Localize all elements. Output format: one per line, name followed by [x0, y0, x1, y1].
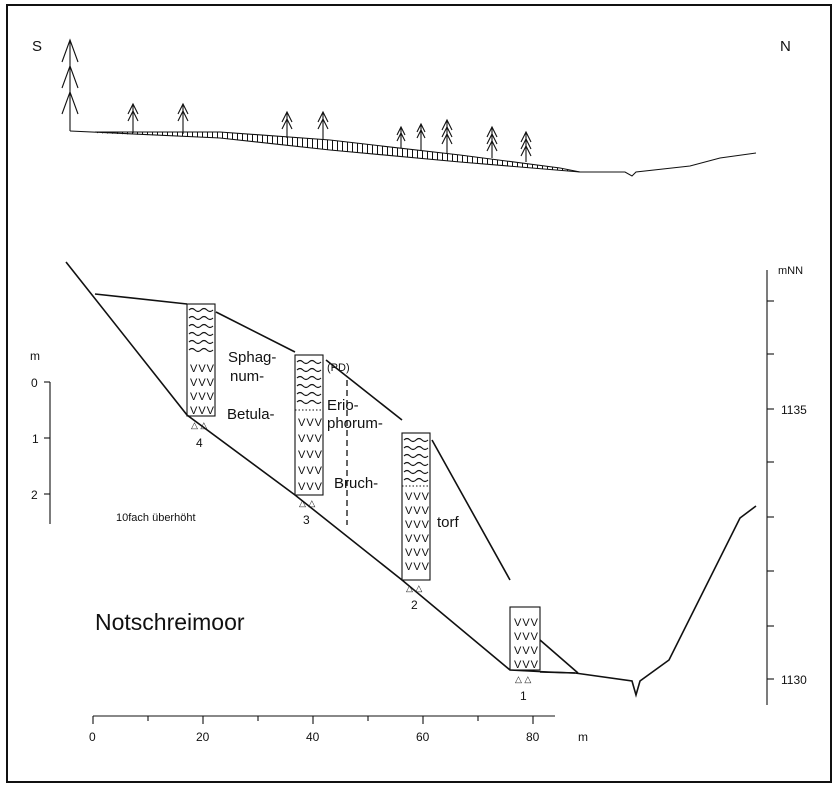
svg-text:△ △: △ △: [515, 674, 531, 684]
tree-icon: [281, 110, 293, 138]
tree-icon: [520, 130, 532, 162]
svg-text:VVV: VVV: [405, 561, 430, 573]
svg-text:△ △: △ △: [406, 583, 422, 593]
label-sphagnum: Sphag-: [228, 349, 276, 366]
svg-text:VVV: VVV: [190, 391, 215, 403]
svg-text:VVV: VVV: [514, 631, 539, 643]
label-betula: Betula-: [227, 406, 275, 423]
figure-frame: [6, 4, 832, 783]
elevation-tick-1130: 1130: [781, 673, 807, 687]
south-label: S: [32, 38, 42, 55]
svg-text:VVV: VVV: [190, 377, 215, 389]
svg-text:VVV: VVV: [298, 417, 323, 429]
svg-text:VVV: VVV: [405, 547, 430, 559]
tree-icon: [317, 110, 329, 140]
elevation-tick-1135: 1135: [781, 403, 807, 417]
tree-icon: [396, 125, 406, 148]
distance-axis: [92, 715, 555, 724]
svg-text:VVV: VVV: [190, 363, 215, 375]
tree-icon: [486, 125, 498, 158]
svg-text:VVV: VVV: [405, 533, 430, 545]
figure-title: Notschreimoor: [95, 609, 245, 635]
x-axis-unit: m: [578, 730, 588, 744]
elevation-unit: mNN: [778, 265, 803, 277]
x-tick-0: 0: [89, 730, 96, 744]
exaggeration-note: 10fach überhöht: [116, 512, 196, 524]
depth-scale: [44, 381, 51, 524]
svg-text:VVV: VVV: [190, 405, 215, 417]
tree-icon: [127, 102, 139, 133]
x-tick-80: 80: [526, 730, 540, 744]
depth-unit: m: [30, 349, 40, 363]
label-torf: torf: [437, 514, 460, 531]
svg-text:VVV: VVV: [298, 433, 323, 445]
svg-text:VVV: VVV: [298, 465, 323, 477]
core-1: VVV VVV VVV VVV △ △: [509, 606, 541, 684]
svg-text:△ △: △ △: [191, 420, 207, 430]
depth-tick-1: 1: [32, 432, 39, 446]
svg-text:△ △: △ △: [299, 498, 315, 508]
svg-text:VVV: VVV: [514, 645, 539, 657]
tree-icon: [177, 102, 189, 134]
tree-icon: [441, 118, 453, 153]
label-erio-2: phorum-: [327, 415, 383, 432]
svg-text:VVV: VVV: [405, 505, 430, 517]
core-2: VVV VVV VVV VVV VVV VVV △ △: [401, 432, 431, 593]
svg-text:VVV: VVV: [298, 449, 323, 461]
core-1-number: 1: [520, 689, 527, 703]
core-4-number: 4: [196, 436, 203, 450]
overview-profile: [61, 38, 757, 177]
core-4: VVV VVV VVV VVV △ △: [186, 303, 216, 430]
label-erio-1: Erio-: [327, 397, 359, 414]
svg-text:VVV: VVV: [405, 491, 430, 503]
label-bruch: Bruch-: [334, 475, 378, 492]
core-2-number: 2: [411, 598, 418, 612]
label-sphagnum-2: num-: [230, 368, 264, 385]
depth-tick-0: 0: [31, 376, 38, 390]
depth-tick-2: 2: [31, 488, 38, 502]
label-pd: (PD): [327, 362, 350, 374]
x-tick-40: 40: [306, 730, 320, 744]
svg-text:VVV: VVV: [514, 617, 539, 629]
tree-icon: [416, 122, 426, 150]
core-3-number: 3: [303, 513, 310, 527]
north-label: N: [780, 38, 791, 55]
core-3: VVV VVV VVV VVV VVV △ △: [294, 354, 324, 508]
elevation-scale: [766, 270, 774, 705]
svg-text:VVV: VVV: [298, 481, 323, 493]
svg-text:VVV: VVV: [405, 519, 430, 531]
tree-icon: [61, 38, 79, 131]
x-tick-60: 60: [416, 730, 430, 744]
svg-text:VVV: VVV: [514, 659, 539, 671]
x-tick-20: 20: [196, 730, 210, 744]
